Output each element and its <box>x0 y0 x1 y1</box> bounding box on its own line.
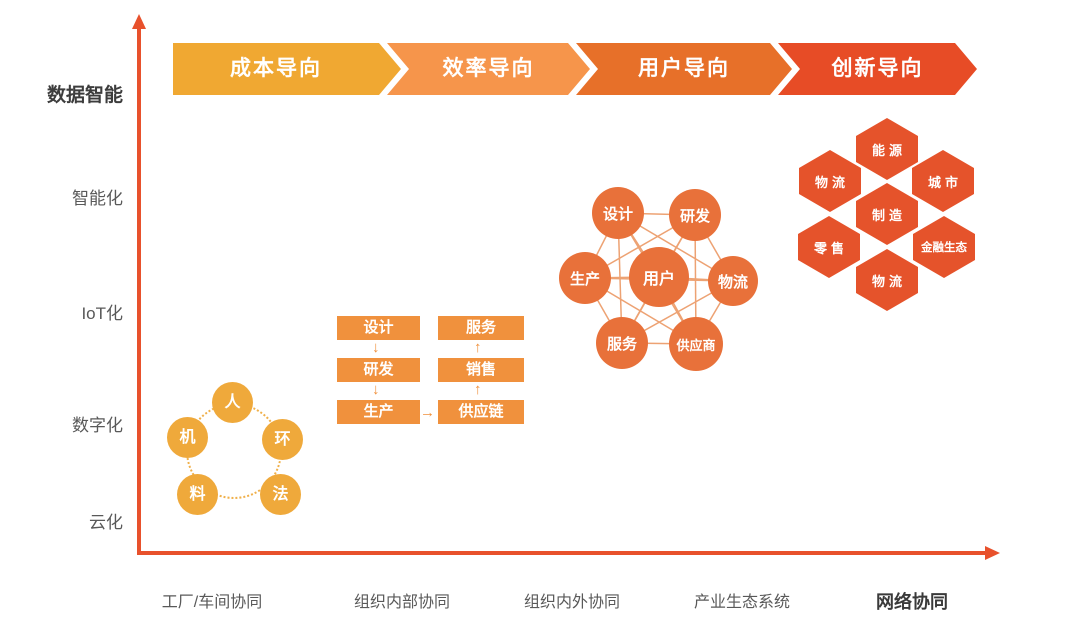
pentagon-node-method: 法 <box>260 474 301 515</box>
hexagon-logistics-bottom: 物流 <box>856 249 918 311</box>
pentagon-node-material: 料 <box>177 474 218 515</box>
hexagon-finance-ecosystem: 金融生态 <box>913 216 975 278</box>
y-label-iot: IoT化 <box>81 304 123 323</box>
chevron-cost-oriented: 成本导向 <box>173 43 401 95</box>
up-arrow-icon: ↑ <box>474 339 482 356</box>
hexagon-retail: 零售 <box>798 216 860 278</box>
hexagon-city: 城市 <box>912 150 974 212</box>
box-service: 服务 <box>438 316 524 340</box>
y-axis-arrow-icon <box>132 14 146 29</box>
x-label-inout-collab: 组织内外协同 <box>523 594 621 611</box>
y-label-cloud: 云化 <box>89 513 123 532</box>
network-node-supplier: 供应商 <box>669 317 723 371</box>
box-rnd: 研发 <box>337 358 420 382</box>
pentagon-node-machine: 机 <box>167 417 208 458</box>
chevron-user-oriented: 用户导向 <box>576 43 792 95</box>
network-node-design: 设计 <box>592 187 644 239</box>
hexagon-manufacturing: 制造 <box>856 183 918 245</box>
network-node-logistics: 物流 <box>708 256 758 306</box>
network-node-production: 生产 <box>559 252 611 304</box>
down-arrow-icon: ↓ <box>372 381 380 398</box>
down-arrow-icon: ↓ <box>372 339 380 356</box>
up-arrow-icon: ↑ <box>474 381 482 398</box>
box-production: 生产 <box>337 400 420 424</box>
pentagon-node-person: 人 <box>212 382 253 423</box>
hexagon-logistics-left: 物流 <box>799 150 861 212</box>
network-node-service: 服务 <box>596 317 648 369</box>
box-sales: 销售 <box>438 358 524 382</box>
y-axis-line <box>137 28 141 554</box>
x-label-factory-collab: 工厂/车间协同 <box>161 594 263 611</box>
network-node-user: 用户 <box>629 247 689 307</box>
pentagon-node-environment: 环 <box>262 419 303 460</box>
x-label-ecosystem: 产业生态系统 <box>693 594 791 611</box>
network-node-rnd: 研发 <box>669 189 721 241</box>
x-axis-arrow-icon <box>985 546 1000 560</box>
box-supplychain: 供应链 <box>438 400 524 424</box>
y-axis-title: 数据智能 <box>46 85 123 106</box>
hexagon-energy: 能源 <box>856 118 918 180</box>
x-label-network-collab: 网络协同 <box>876 592 948 612</box>
y-label-digital: 数字化 <box>72 416 123 435</box>
chevron-efficiency-oriented: 效率导向 <box>387 43 590 95</box>
chevron-innovation-oriented: 创新导向 <box>778 43 977 95</box>
x-axis-line <box>137 551 985 555</box>
x-label-internal-collab: 组织内部协同 <box>353 594 451 611</box>
y-label-intelligent: 智能化 <box>72 189 123 208</box>
right-arrow-icon: → <box>420 404 435 421</box>
box-design: 设计 <box>337 316 420 340</box>
